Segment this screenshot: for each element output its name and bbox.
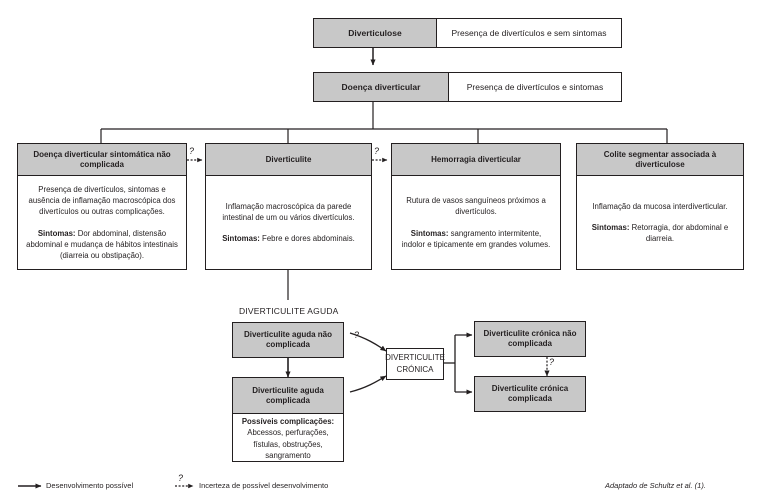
node-doenca-diverticular-description: Presença de divertículos e sintomas — [449, 73, 621, 101]
node-category-2-title: Diverticulite — [206, 144, 371, 176]
node-acute-complications: Possíveis complicações: Abcessos, perfura… — [237, 416, 339, 461]
node-category-3-para: Rutura de vasos sanguíneos próximos a di… — [406, 195, 546, 217]
node-diverticulose-title: Diverticulose — [314, 19, 437, 47]
node-category-1-symptoms-text: Dor abdominal, distensão abdominal e mud… — [26, 228, 178, 261]
source-credit: Adaptado de Schultz et al. (1). — [605, 481, 706, 490]
uncertainty-marker-2: ? — [374, 146, 380, 156]
node-colite-segmentar-associada-a-diverticulose[interactable]: Colite segmentar associada à diverticulo… — [576, 143, 744, 270]
node-category-2-symptoms-label: Sintomas: — [222, 234, 260, 244]
node-category-3-symptoms: Sintomas: sangramento intermitente, indo… — [400, 228, 552, 251]
node-category-1-symptoms-label: Sintomas: — [37, 228, 76, 238]
legend-possible-development: Desenvolvimento possível — [46, 481, 134, 490]
node-category-4-body: Inflamação da mucosa interdiverticular. … — [577, 176, 743, 269]
node-category-3-symptoms-text: sangramento intermitente, indolor e tipi… — [401, 228, 551, 249]
node-category-3-body: Rutura de vasos sanguíneos próximos a di… — [392, 176, 560, 269]
node-category-1-body: Presença de divertículos, sintomas e aus… — [18, 176, 186, 269]
node-acute-complications-body: Possíveis complicações: Abcessos, perfura… — [233, 414, 343, 463]
node-category-4-title: Colite segmentar associada à diverticulo… — [577, 144, 743, 176]
node-doenca-diverticular-sintomatica-nao-complicada[interactable]: Doença diverticular sintomática não comp… — [17, 143, 187, 270]
node-category-4-symptoms-label: Sintomas: — [591, 222, 630, 232]
uncertainty-marker-1: ? — [189, 146, 195, 156]
node-acute-complications-text: Abcessos, perfurações, fístulas, obstruç… — [247, 428, 329, 460]
node-category-4-symptoms: Sintomas: Retorragia, dor abdominal e di… — [585, 222, 735, 245]
node-acute-complications-label: Possíveis complicações: — [241, 416, 335, 426]
node-acute-complicated-title: Diverticulite aguda complicada — [233, 378, 343, 414]
legend-uncertainty-marker: ? — [178, 473, 184, 483]
node-doenca-diverticular[interactable]: Doença diverticular Presença de divertíc… — [313, 72, 622, 102]
node-category-3-symptoms-label: Sintomas: — [410, 228, 449, 238]
node-doenca-diverticular-title: Doença diverticular — [314, 73, 449, 101]
node-diverticulite[interactable]: Diverticulite Inflamação macroscópica da… — [205, 143, 372, 270]
node-diverticulose-description: Presença de divertículos e sem sintomas — [437, 19, 621, 47]
node-diverticulite-cronica-hub[interactable]: DIVERTICULITE CRÓNICA — [385, 348, 445, 380]
node-category-2-symptoms-text: Febre e dores abdominais. — [259, 234, 355, 244]
node-category-2-symptoms: Sintomas: Febre e dores abdominais. — [222, 233, 355, 244]
node-category-3-title: Hemorragia diverticular — [392, 144, 560, 176]
node-category-4-para: Inflamação da mucosa interdiverticular. — [592, 201, 728, 211]
node-category-2-body: Inflamação macroscópica da parede intest… — [206, 176, 371, 269]
node-diverticulite-aguda-nao-complicada[interactable]: Diverticulite aguda não complicada — [232, 322, 344, 358]
uncertainty-marker-4: ? — [549, 357, 555, 367]
node-diverticulose[interactable]: Diverticulose Presença de divertículos e… — [313, 18, 622, 48]
legend-uncertain-development: Incerteza de possível desenvolvimento — [199, 481, 329, 490]
acute-section-label: DIVERTICULITE AGUDA — [239, 306, 339, 316]
node-category-2-para: Inflamação macroscópica da parede intest… — [222, 201, 355, 222]
node-category-1-symptoms: Sintomas: Dor abdominal, distensão abdom… — [25, 228, 179, 262]
node-category-4-symptoms-text: Retorragia, dor abdominal e diarreia. — [629, 222, 729, 244]
node-hemorragia-diverticular[interactable]: Hemorragia diverticular Rutura de vasos … — [391, 143, 561, 270]
node-diverticulite-aguda-complicada[interactable]: Diverticulite aguda complicada Possíveis… — [232, 377, 344, 462]
node-diverticulite-cronica-nao-complicada[interactable]: Diverticulite crónica não complicada — [474, 321, 586, 357]
node-category-1-title: Doença diverticular sintomática não comp… — [18, 144, 186, 176]
node-diverticulite-cronica-complicada[interactable]: Diverticulite crónica complicada — [474, 376, 586, 412]
node-category-1-para: Presença de divertículos, sintomas e aus… — [28, 184, 176, 217]
uncertainty-marker-3: ? — [354, 330, 360, 340]
